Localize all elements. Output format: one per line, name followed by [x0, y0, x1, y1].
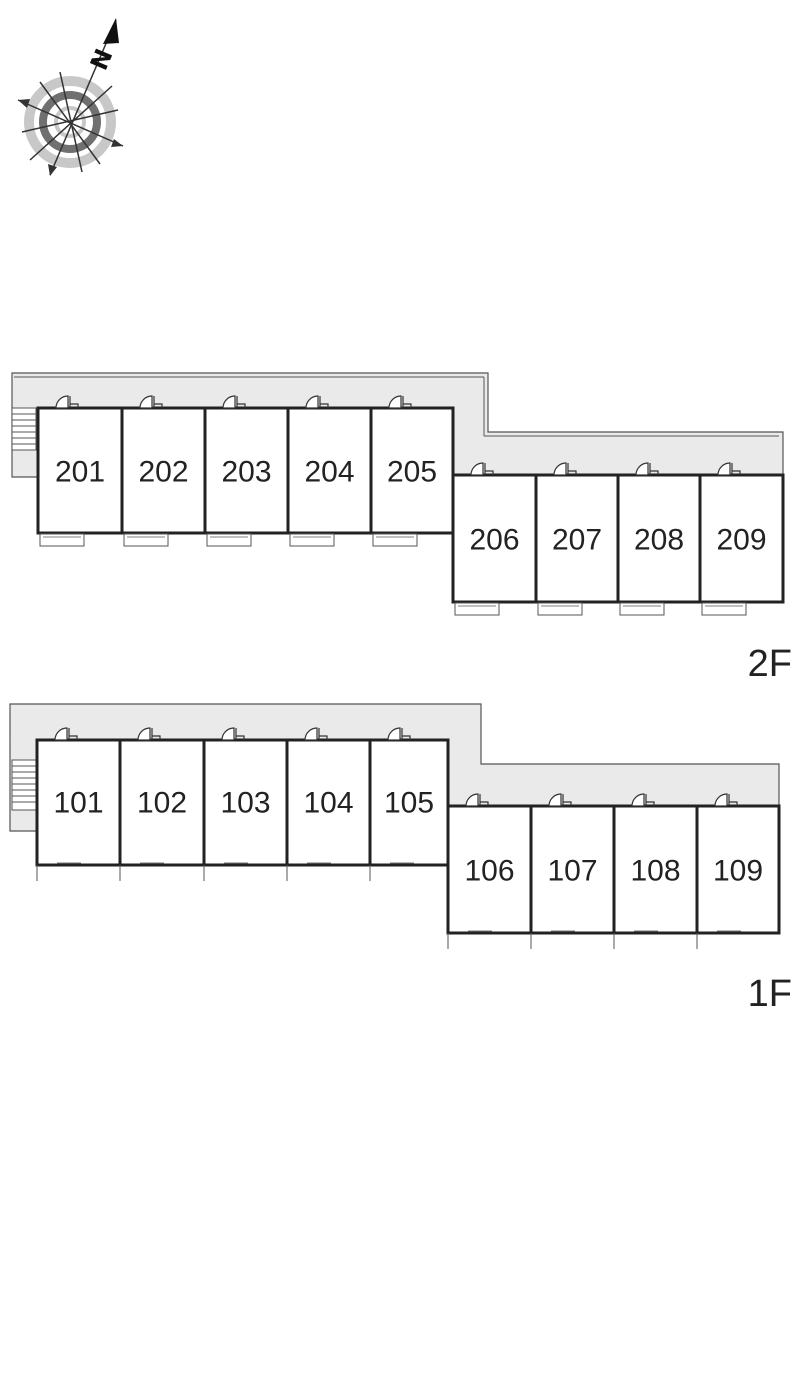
unit-number-label: 109: [713, 855, 763, 888]
unit-number-label: 101: [53, 787, 103, 820]
floor-plan-2f: 201 202 203 204 205 206 207 208 209 2F: [11, 372, 792, 685]
unit-number-label: 207: [552, 524, 602, 557]
unit-room: [451, 473, 538, 604]
entrance-door-icon: [714, 793, 738, 807]
unit-room: [695, 804, 781, 935]
unit-109: 109: [695, 793, 781, 949]
unit-room: [368, 738, 450, 867]
unit-room: [616, 473, 702, 604]
unit-204: 204: [286, 395, 373, 547]
unit-room: [369, 406, 455, 535]
unit-room: [534, 473, 620, 604]
unit-207: 207: [534, 462, 620, 616]
unit-107: 107: [529, 793, 616, 949]
entrance-door-icon: [387, 727, 411, 741]
unit-room: [202, 738, 289, 867]
balcony: [537, 602, 583, 616]
unit-room: [120, 406, 207, 535]
unit-room: [529, 804, 616, 935]
unit-108: 108: [612, 793, 699, 949]
unit-number-label: 202: [138, 456, 188, 489]
unit-room: [698, 473, 785, 604]
unit-105: 105: [368, 727, 450, 881]
unit-number-label: 205: [387, 456, 437, 489]
unit-number-label: 204: [304, 456, 354, 489]
unit-number-label: 203: [221, 456, 271, 489]
north-compass-icon: N: [17, 18, 124, 176]
entrance-door-icon: [305, 395, 329, 409]
unit-number-label: 201: [55, 456, 105, 489]
unit-number-label: 107: [547, 855, 597, 888]
entrance-door-icon: [137, 727, 161, 741]
unit-room: [36, 406, 124, 535]
entrance-door-icon: [635, 462, 659, 476]
unit-room: [286, 406, 373, 535]
unit-103: 103: [202, 727, 289, 881]
unit-202: 202: [120, 395, 207, 547]
floor-label-1f: 1F: [748, 973, 792, 1015]
floor-label-2f: 2F: [748, 643, 792, 685]
entrance-door-icon: [631, 793, 655, 807]
entrance-door-icon: [553, 462, 577, 476]
unit-209: 209: [698, 462, 785, 616]
unit-number-label: 105: [384, 787, 434, 820]
unit-number-label: 209: [716, 524, 766, 557]
balcony: [39, 533, 85, 547]
entrance-door-icon: [717, 462, 741, 476]
entrance-door-icon: [304, 727, 328, 741]
unit-number-label: 108: [630, 855, 680, 888]
entrance-door-icon: [548, 793, 572, 807]
unit-101: 101: [35, 727, 122, 881]
compass-north-letter: N: [85, 45, 119, 74]
unit-number-label: 208: [634, 524, 684, 557]
unit-205: 205: [369, 395, 455, 547]
unit-208: 208: [616, 462, 702, 616]
entrance-door-icon: [470, 462, 494, 476]
unit-104: 104: [285, 727, 372, 881]
entrance-door-icon: [55, 395, 79, 409]
unit-room: [35, 738, 122, 867]
stairs-1f: [11, 759, 37, 811]
unit-number-label: 104: [303, 787, 353, 820]
stairs-2f: [11, 407, 37, 451]
balcony: [123, 533, 169, 547]
balcony: [206, 533, 252, 547]
unit-102: 102: [118, 727, 206, 881]
unit-number-label: 102: [137, 787, 187, 820]
balcony: [372, 533, 418, 547]
unit-number-label: 103: [220, 787, 270, 820]
unit-203: 203: [203, 395, 290, 547]
unit-206: 206: [451, 462, 538, 616]
balcony: [289, 533, 335, 547]
entrance-door-icon: [139, 395, 163, 409]
unit-number-label: 106: [464, 855, 514, 888]
entrance-door-icon: [222, 395, 246, 409]
unit-106: 106: [446, 793, 533, 949]
unit-room: [203, 406, 290, 535]
entrance-door-icon: [388, 395, 412, 409]
unit-number-label: 206: [469, 524, 519, 557]
entrance-door-icon: [465, 793, 489, 807]
unit-201: 201: [36, 395, 124, 547]
unit-room: [285, 738, 372, 867]
floor-plan-1f: 101 102 103 104 105 106 107 108 109 1F: [9, 703, 792, 1015]
entrance-door-icon: [54, 727, 78, 741]
entrance-door-icon: [221, 727, 245, 741]
balcony: [619, 602, 665, 616]
balcony: [454, 602, 500, 616]
balcony: [701, 602, 747, 616]
